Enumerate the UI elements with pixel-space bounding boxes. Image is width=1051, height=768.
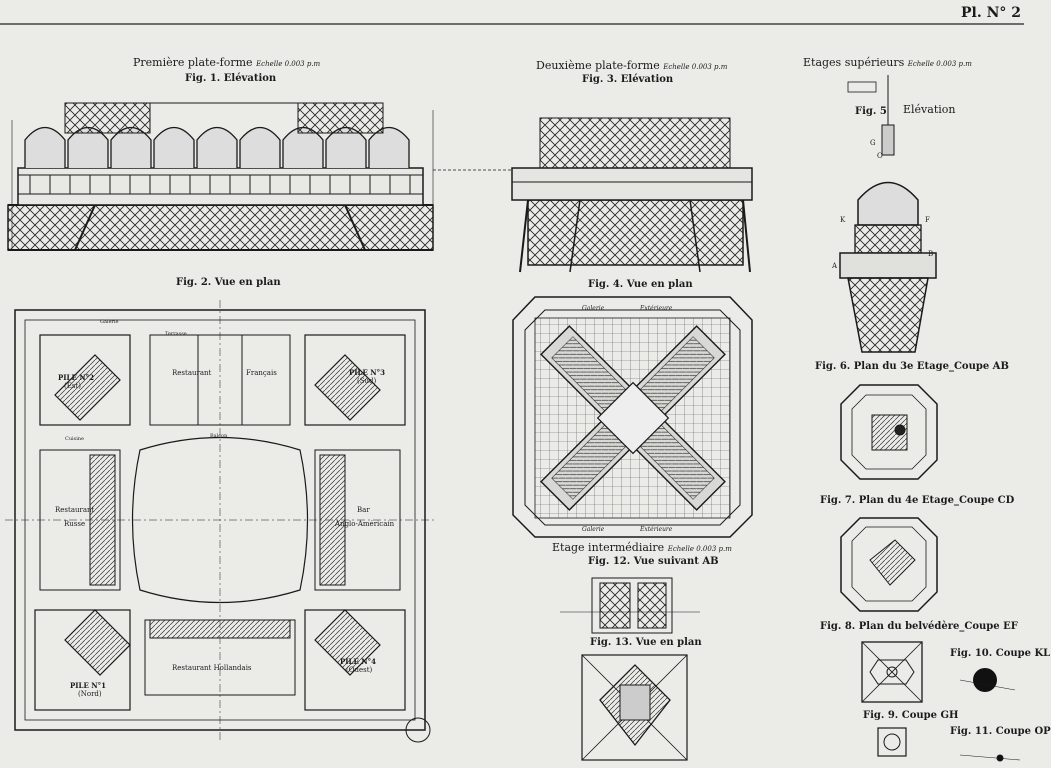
letter-o: O xyxy=(877,152,883,160)
pile-4-sub: (Ouest) xyxy=(346,666,373,674)
pile-3-sub: (Sud) xyxy=(357,377,377,385)
fig12-caption: Fig. 12. Vue suivant AB xyxy=(588,556,719,567)
section-title-superieurs: Etages supérieurs Echelle 0.003 p.m xyxy=(803,56,972,69)
fig3-elevation xyxy=(511,117,753,273)
pile-1-label: PILE N°1 xyxy=(70,681,106,690)
fig12-view xyxy=(560,577,700,634)
fig5-caption: Fig. 5 xyxy=(855,106,887,117)
fig13-plan xyxy=(581,654,688,761)
fig11-caption: Fig. 11. Coupe OP xyxy=(950,726,1051,737)
pile-4-label: PILE N°4 xyxy=(340,657,376,666)
fig1-caption: Fig. 1. Elévation xyxy=(185,73,277,84)
fig6-caption: Fig. 6. Plan du 3e Etage_Coupe AB xyxy=(815,361,1009,372)
fig11-section xyxy=(959,754,1021,762)
restaurant-francais-1: Restaurant xyxy=(172,369,212,377)
pile-2-label: PILE N°2 xyxy=(58,373,94,382)
superieurs-title: Etages supérieurs xyxy=(803,56,905,69)
restaurant-russe-1: Restaurant xyxy=(55,506,95,514)
galerie-label: Galerie xyxy=(100,319,119,325)
fig10-section xyxy=(959,668,1016,692)
superieurs-scale: Echelle 0.003 p.m xyxy=(907,60,972,68)
balcon-label: Balcon xyxy=(210,433,228,439)
fig7-caption: Fig. 7. Plan du 4e Etage_Coupe CD xyxy=(820,495,1015,506)
letter-g: G xyxy=(870,139,876,147)
fig9-section xyxy=(877,727,907,757)
plate-number: Pl. N° 2 xyxy=(961,5,1022,21)
deuxieme-scale: Echelle 0.003 p.m xyxy=(663,63,728,71)
fig2-caption: Fig. 2. Vue en plan xyxy=(176,277,281,288)
fig10-caption: Fig. 10. Coupe KL xyxy=(950,648,1051,659)
letter-b: B xyxy=(928,250,933,258)
galerie-bottom: Galerie xyxy=(582,526,605,533)
section-title-premiere: Première plate-forme Echelle 0.003 p.m xyxy=(133,56,320,69)
pile-1-sub: (Nord) xyxy=(78,690,102,698)
section-title-deuxieme: Deuxième plate-forme Echelle 0.003 p.m xyxy=(536,59,727,72)
premiere-scale: Echelle 0.003 p.m xyxy=(256,60,321,68)
letter-a: A xyxy=(831,262,838,270)
pile-2-sub: (Est) xyxy=(64,382,81,390)
fig8-plan xyxy=(861,641,923,703)
intermediaire-scale: Echelle 0.003 p.m xyxy=(667,545,732,553)
fig5-elevation xyxy=(839,75,937,353)
restaurant-francais-2: Français xyxy=(246,369,277,377)
fig2-labels: PILE N°2 (Est) PILE N°3 (Sud) PILE N°1 (… xyxy=(55,319,395,698)
premiere-title: Première plate-forme xyxy=(133,56,253,69)
intermediaire-title: Etage intermédiaire xyxy=(552,541,665,554)
fig4-caption: Fig. 4. Vue en plan xyxy=(588,279,693,290)
pile-3-label: PILE N°3 xyxy=(349,368,385,377)
letter-k: K xyxy=(840,216,846,224)
terrasse-label: Terrasse xyxy=(165,331,187,337)
bar-2: Anglo-Américain xyxy=(334,520,395,528)
fig8-caption: Fig. 8. Plan du belvédère_Coupe EF xyxy=(820,621,1018,632)
fig2-plan xyxy=(5,300,435,743)
drawing-plate: G K F A B O xyxy=(0,23,1024,762)
fig4-plan xyxy=(512,296,753,538)
letter-f: F xyxy=(925,216,930,224)
fig7-plan xyxy=(840,517,938,612)
fig5-letters: G K F A B O xyxy=(831,139,933,270)
restaurant-russe-2: Russe xyxy=(64,520,85,528)
fig13-caption: Fig. 13. Vue en plan xyxy=(590,637,702,648)
deuxieme-title: Deuxième plate-forme xyxy=(536,59,660,72)
exterieure-bottom: Extérieure xyxy=(639,526,673,533)
galerie-top: Galerie xyxy=(582,305,605,312)
fig4-labels: Galerie Extérieure Galerie Extérieure xyxy=(582,305,673,533)
fig3-caption: Fig. 3. Elévation xyxy=(582,74,674,85)
cuisine-label: Cuisine xyxy=(65,436,84,442)
bar-1: Bar xyxy=(357,506,370,514)
fig1-elevation xyxy=(7,102,515,251)
fig9-caption: Fig. 9. Coupe GH xyxy=(863,710,959,721)
fig6-plan xyxy=(840,384,938,480)
exterieure-top: Extérieure xyxy=(639,305,673,312)
restaurant-hollandais: Restaurant Hollandais xyxy=(172,664,252,672)
section-title-intermediaire: Etage intermédiaire Echelle 0.003 p.m xyxy=(552,541,732,554)
fig5-label: Elévation xyxy=(903,103,956,116)
